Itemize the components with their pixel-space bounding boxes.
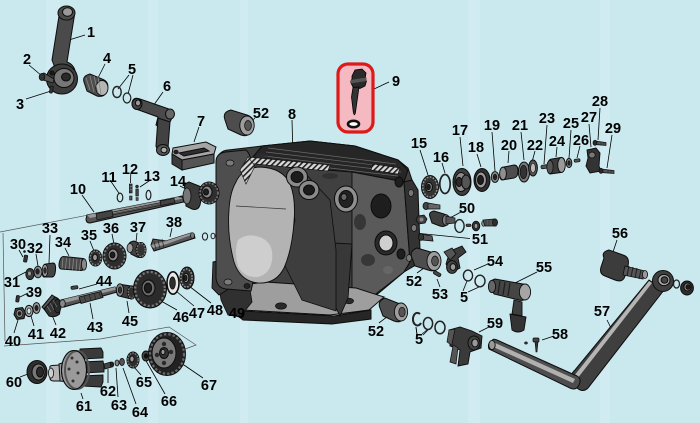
svg-text:33: 33 bbox=[42, 221, 58, 237]
svg-text:62: 62 bbox=[100, 384, 116, 400]
svg-text:4: 4 bbox=[103, 51, 111, 67]
svg-text:37: 37 bbox=[130, 220, 146, 236]
svg-text:16: 16 bbox=[433, 150, 449, 166]
svg-text:57: 57 bbox=[594, 304, 610, 320]
svg-text:67: 67 bbox=[201, 378, 217, 394]
svg-text:21: 21 bbox=[512, 118, 528, 134]
svg-text:54: 54 bbox=[487, 254, 503, 270]
svg-text:51: 51 bbox=[472, 232, 488, 248]
svg-text:29: 29 bbox=[605, 121, 621, 137]
svg-text:25: 25 bbox=[563, 116, 579, 132]
svg-text:52: 52 bbox=[406, 274, 422, 290]
svg-text:42: 42 bbox=[50, 326, 66, 342]
svg-text:45: 45 bbox=[122, 314, 138, 330]
svg-text:41: 41 bbox=[28, 327, 44, 343]
svg-text:34: 34 bbox=[55, 235, 71, 251]
svg-text:49: 49 bbox=[229, 306, 245, 322]
svg-text:48: 48 bbox=[207, 303, 223, 319]
svg-text:30: 30 bbox=[10, 237, 26, 253]
svg-text:22: 22 bbox=[527, 138, 543, 154]
svg-text:10: 10 bbox=[70, 182, 86, 198]
svg-text:32: 32 bbox=[27, 241, 43, 257]
svg-text:13: 13 bbox=[144, 169, 160, 185]
svg-text:5: 5 bbox=[460, 290, 468, 306]
svg-text:5: 5 bbox=[128, 62, 136, 78]
svg-text:46: 46 bbox=[173, 310, 189, 326]
svg-text:2: 2 bbox=[23, 52, 31, 68]
svg-text:58: 58 bbox=[552, 327, 568, 343]
svg-text:18: 18 bbox=[468, 140, 484, 156]
svg-text:59: 59 bbox=[487, 316, 503, 332]
svg-text:38: 38 bbox=[166, 215, 182, 231]
svg-text:52: 52 bbox=[368, 324, 384, 340]
svg-text:28: 28 bbox=[592, 94, 608, 110]
svg-text:65: 65 bbox=[136, 375, 152, 391]
svg-text:15: 15 bbox=[411, 136, 427, 152]
svg-text:12: 12 bbox=[122, 162, 138, 178]
svg-text:31: 31 bbox=[4, 275, 20, 291]
svg-text:6: 6 bbox=[163, 79, 171, 95]
svg-text:50: 50 bbox=[459, 201, 475, 217]
svg-text:14: 14 bbox=[170, 174, 186, 190]
svg-text:20: 20 bbox=[501, 138, 517, 154]
svg-text:23: 23 bbox=[539, 111, 555, 127]
svg-text:19: 19 bbox=[484, 118, 500, 134]
svg-text:52: 52 bbox=[253, 106, 269, 122]
svg-text:3: 3 bbox=[16, 97, 24, 113]
svg-text:64: 64 bbox=[132, 405, 148, 421]
svg-text:24: 24 bbox=[549, 134, 565, 150]
svg-text:7: 7 bbox=[197, 114, 205, 130]
svg-text:35: 35 bbox=[81, 228, 97, 244]
svg-text:40: 40 bbox=[5, 334, 21, 350]
svg-text:53: 53 bbox=[432, 287, 448, 303]
svg-text:17: 17 bbox=[452, 123, 468, 139]
svg-text:26: 26 bbox=[573, 133, 589, 149]
svg-text:36: 36 bbox=[103, 221, 119, 237]
svg-text:27: 27 bbox=[581, 110, 597, 126]
svg-text:56: 56 bbox=[612, 226, 628, 242]
svg-text:43: 43 bbox=[87, 320, 103, 336]
svg-text:5: 5 bbox=[415, 332, 423, 348]
svg-text:44: 44 bbox=[96, 274, 112, 290]
svg-text:61: 61 bbox=[76, 399, 92, 415]
svg-text:9: 9 bbox=[392, 74, 400, 90]
svg-text:1: 1 bbox=[87, 25, 95, 41]
svg-text:8: 8 bbox=[288, 107, 296, 123]
svg-text:55: 55 bbox=[536, 260, 552, 276]
svg-text:60: 60 bbox=[6, 375, 22, 391]
svg-text:66: 66 bbox=[161, 394, 177, 410]
svg-text:39: 39 bbox=[26, 285, 42, 301]
svg-text:47: 47 bbox=[189, 306, 205, 322]
svg-text:11: 11 bbox=[101, 170, 116, 186]
svg-text:63: 63 bbox=[111, 398, 127, 414]
